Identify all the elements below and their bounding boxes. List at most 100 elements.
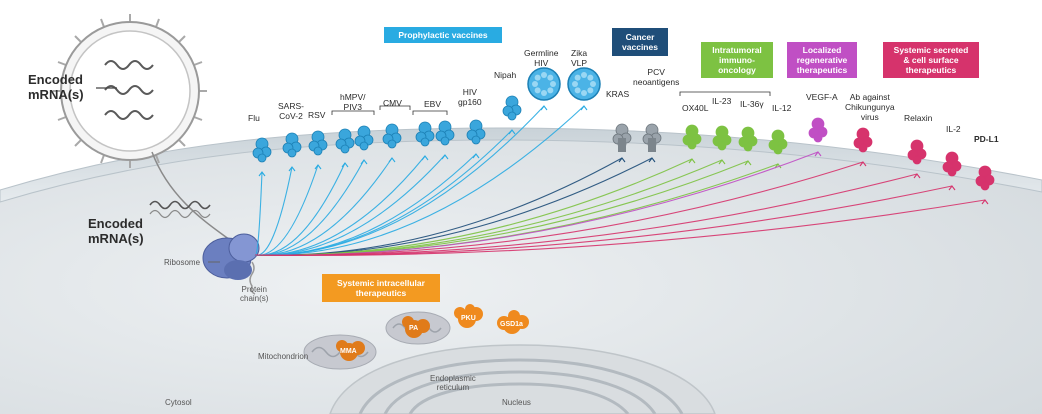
label-ab-chikungunya: Ab against Chikungunya virus	[845, 92, 895, 122]
mrna-strand-path	[151, 151, 231, 241]
nucleus	[329, 344, 716, 414]
label-relaxin: Relaxin	[904, 113, 933, 123]
protein-il12-icon	[768, 129, 788, 155]
protein-nipah-icon	[502, 95, 522, 121]
ribosome-icon	[202, 233, 260, 280]
prophylactic-vaccines-box: Prophylactic vaccines	[384, 27, 502, 43]
ribosome-label: Ribosome	[164, 258, 201, 267]
arrow-germline	[254, 105, 545, 256]
protein-il36-icon	[738, 126, 758, 152]
arrowhead-hmpv2	[360, 159, 368, 165]
label-nipah: Nipah	[494, 70, 517, 80]
protein-kras-icon	[612, 123, 632, 152]
protein-hmpv-icon	[335, 128, 355, 154]
arrowhead-flu	[258, 171, 266, 177]
protein-icons-layer	[252, 67, 995, 191]
label-pdl1: PD-L1	[974, 134, 999, 144]
label-vegfa: VEGF-A	[806, 92, 838, 102]
enzyme-mma-icon	[336, 340, 365, 361]
protein-pdl1-icon	[975, 165, 995, 191]
protein-chain-label: Protein chain(s)	[240, 285, 269, 303]
protein-zika-icon	[567, 67, 601, 101]
label-hiv-gp160: HIV gp160	[458, 87, 482, 107]
arrowhead-hmpv	[341, 162, 349, 168]
label-mitochondrion: Mitochondrion	[258, 352, 309, 361]
arrowhead-cmv	[388, 157, 396, 163]
label-il23: IL-23	[712, 96, 732, 106]
label-endoplasmic-reticulum: Endoplasmic reticulum	[430, 374, 476, 392]
localized-regenerative-box: Localized regenerative therapeutics	[787, 42, 857, 78]
protein-chain-icon	[249, 261, 256, 295]
protein-vegfa-icon	[808, 117, 828, 143]
label-pku: PKU	[461, 315, 476, 322]
arrowhead-rsv	[314, 164, 322, 170]
arrowhead-relaxin	[913, 173, 921, 179]
protein-sars-icon	[282, 132, 302, 158]
label-cmv: CMV	[383, 98, 402, 108]
label-ebv: EBV	[424, 99, 442, 109]
encoded-mrna-virus-label: Encoded mRNA(s)	[28, 72, 84, 102]
arrow-zika	[254, 105, 585, 256]
arrowhead-sars	[288, 166, 296, 172]
bracket-marks	[331, 91, 771, 115]
enzyme-gsd1a-icon	[497, 310, 529, 334]
arrowhead-ox40l	[688, 158, 696, 164]
protein-il2-icon	[942, 151, 962, 177]
protein-relaxin-icon	[907, 139, 927, 165]
arrowhead-il12	[774, 163, 782, 169]
arrowhead-zika	[580, 105, 588, 111]
arrowhead-pcv	[648, 157, 656, 163]
label-sars-cov2: SARS- CoV-2	[278, 101, 304, 121]
arrowhead-kras	[618, 157, 626, 163]
protein-rsv-icon	[308, 130, 328, 156]
arrowhead-chik	[859, 161, 867, 167]
systemic-secreted-box: Systemic secreted & cell surface therape…	[883, 42, 979, 78]
protein-ebv2-icon	[435, 120, 455, 146]
arrows-layer	[254, 105, 989, 256]
arrowhead-il2	[948, 185, 956, 191]
arrowhead-ebv	[421, 155, 429, 161]
label-hmpv-piv3: hMPV/ PIV3	[340, 92, 366, 112]
virus-particle-icon	[53, 14, 207, 168]
label-gsd1a: GSD1a	[500, 321, 523, 328]
label-il36g: IL-36γ	[740, 99, 764, 109]
protein-il23-icon	[712, 125, 732, 151]
label-ox40l: OX40L	[682, 103, 709, 113]
label-il12: IL-12	[772, 103, 792, 113]
label-rsv: RSV	[308, 110, 326, 120]
arrowhead-il23	[718, 159, 726, 165]
label-pcv-neoantigens: PCV neoantigens	[633, 67, 680, 87]
protein-flu-icon	[252, 137, 272, 163]
arrowhead-hiv	[472, 153, 480, 159]
label-cytosol: Cytosol	[165, 398, 192, 407]
protein-ox40l-icon	[682, 124, 702, 150]
protein-chik-icon	[853, 127, 873, 153]
protein-hiv-icon	[466, 119, 486, 145]
label-zika-vlp: Zika VLP	[571, 48, 588, 68]
label-flu: Flu	[248, 113, 260, 123]
arrowhead-germline	[540, 105, 548, 111]
arrowhead-ebv2	[441, 154, 449, 160]
arrowhead-nipah	[508, 129, 516, 135]
intratumoral-box: Intratumoral immuno- oncology	[701, 42, 773, 78]
label-germline-hiv: Germline HIV	[524, 48, 559, 68]
protein-hmpv2-icon	[354, 125, 374, 151]
cancer-vaccines-box: Cancer vaccines	[612, 28, 668, 56]
systemic-intracellular-box: Systemic intracellular therapeutics	[322, 274, 440, 302]
label-mma: MMA	[340, 348, 357, 355]
protein-pcv-icon	[642, 123, 662, 152]
label-il2: IL-2	[946, 124, 961, 134]
encoded-mrna-cell-label: Encoded mRNA(s)	[88, 216, 144, 246]
arrowhead-il36	[744, 160, 752, 166]
label-pa: PA	[409, 325, 419, 332]
arrow-pdl1	[254, 199, 986, 256]
label-nucleus: Nucleus	[502, 398, 531, 407]
arrowhead-pdl1	[981, 199, 989, 205]
arrowhead-vegfa	[814, 151, 822, 157]
enzyme-pa-icon	[402, 316, 430, 338]
protein-ebv-icon	[415, 121, 435, 147]
enzyme-pku-icon	[454, 304, 483, 328]
mrna-wavy-icon	[149, 200, 211, 210]
